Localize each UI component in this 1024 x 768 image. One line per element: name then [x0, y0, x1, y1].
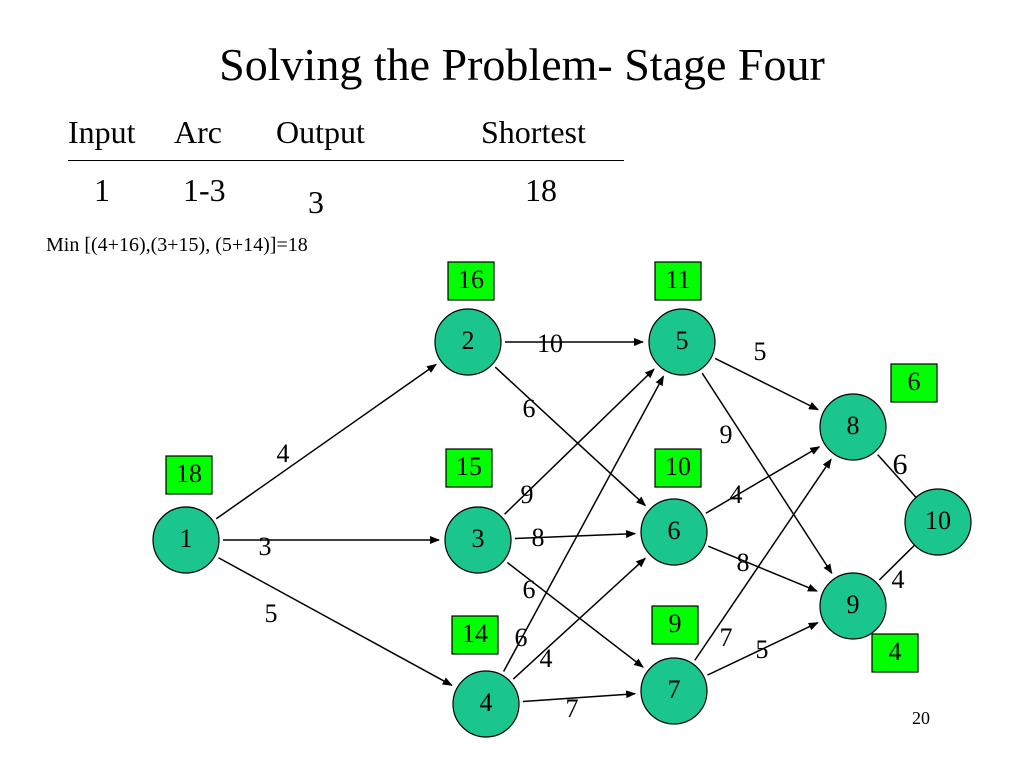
node-label-3: 3	[472, 524, 485, 553]
edge-2-6	[494, 366, 647, 507]
node-value-box-8	[890, 363, 938, 403]
edge-weight-7-8: 7	[720, 623, 733, 652]
edge-weight-1-4: 5	[265, 599, 278, 628]
node-value-5: 11	[665, 265, 690, 294]
header-input: Input	[68, 114, 136, 150]
header-shortest: Shortest	[481, 114, 586, 150]
node-10	[904, 488, 972, 556]
node-1	[152, 506, 220, 574]
node-value-box-6	[654, 448, 702, 488]
edge-6-9	[707, 545, 818, 592]
node-value-3: 15	[456, 452, 482, 481]
node-value-4: 14	[462, 619, 488, 648]
edge-weight-6-8: 4	[730, 480, 743, 509]
node-value-box-3	[445, 448, 493, 488]
cell-shortest: 18	[525, 172, 557, 208]
edge-weight-4-5: 6	[515, 623, 528, 652]
node-3	[444, 506, 512, 574]
node-8	[819, 393, 887, 461]
edge-5-8	[714, 357, 819, 411]
node-label-4: 4	[480, 688, 493, 717]
edge-weight-3-5: 9	[521, 480, 534, 509]
table-header-divider	[68, 160, 624, 161]
edge-weight-8-10: 6	[893, 448, 908, 481]
edge-weight-5-8: 5	[754, 337, 767, 366]
page-number: 20	[912, 708, 930, 728]
edge-1-2	[215, 363, 437, 520]
edge-weight-1-2: 4	[277, 439, 290, 468]
cell-input: 1	[94, 172, 110, 208]
cell-arc: 1-3	[183, 172, 226, 208]
edge-8-10	[877, 454, 917, 498]
edge-weight-2-6: 6	[523, 394, 536, 423]
node-label-6: 6	[668, 516, 681, 545]
node-value-9: 4	[889, 637, 902, 666]
node-value-6: 10	[665, 452, 691, 481]
edge-weight-4-6: 4	[540, 644, 553, 673]
edge-weight-7-9: 5	[756, 635, 769, 664]
node-value-box-1	[165, 455, 213, 495]
node-9	[819, 572, 887, 640]
edge-7-9	[707, 622, 819, 676]
header-arc: Arc	[174, 114, 222, 150]
edge-7-8	[694, 458, 832, 661]
edge-weight-5-9: 9	[720, 420, 733, 449]
node-value-box-4	[451, 615, 499, 655]
edge-3-5	[504, 368, 655, 515]
edge-weight-9-10: 4	[892, 565, 905, 594]
node-label-7: 7	[668, 675, 681, 704]
edge-5-9	[701, 372, 833, 575]
edge-weight-6-9: 8	[737, 548, 750, 577]
node-6	[640, 498, 708, 566]
node-value-box-7	[651, 605, 699, 645]
node-value-8: 6	[908, 367, 921, 396]
node-5	[648, 308, 716, 376]
node-label-1: 1	[180, 524, 193, 553]
edge-weight-4-7: 7	[566, 694, 579, 723]
edge-9-10	[878, 544, 916, 581]
edge-3-7	[506, 561, 644, 668]
header-output: Output	[276, 114, 365, 150]
node-value-box-9	[871, 633, 919, 673]
node-value-7: 9	[669, 609, 682, 638]
slide-title: Solving the Problem- Stage Four	[219, 39, 825, 90]
edge-weight-3-7: 6	[523, 575, 536, 604]
edge-3-6	[514, 529, 637, 540]
cell-output: 3	[308, 184, 324, 220]
edge-6-8	[705, 446, 821, 514]
node-7	[640, 657, 708, 725]
node-value-box-5	[654, 261, 702, 301]
edge-4-5	[502, 375, 665, 672]
node-label-8: 8	[847, 411, 860, 440]
edge-weight-3-6: 8	[532, 523, 545, 552]
edge-weight-1-3: 3	[259, 532, 272, 561]
node-label-10: 10	[925, 506, 951, 535]
edge-4-6	[512, 557, 646, 680]
min-formula: Min [(4+16),(3+15), (5+14)]=18	[46, 234, 308, 256]
node-2	[434, 308, 502, 376]
node-label-5: 5	[676, 326, 689, 355]
edge-4-7	[522, 690, 637, 703]
node-value-1: 18	[176, 459, 202, 488]
edge-weight-2-5: 10	[537, 329, 563, 358]
node-label-9: 9	[847, 590, 860, 619]
node-value-2: 16	[458, 265, 484, 294]
node-value-box-2	[447, 261, 495, 301]
edge-1-4	[218, 557, 453, 686]
node-4	[452, 670, 520, 738]
node-label-2: 2	[462, 326, 475, 355]
